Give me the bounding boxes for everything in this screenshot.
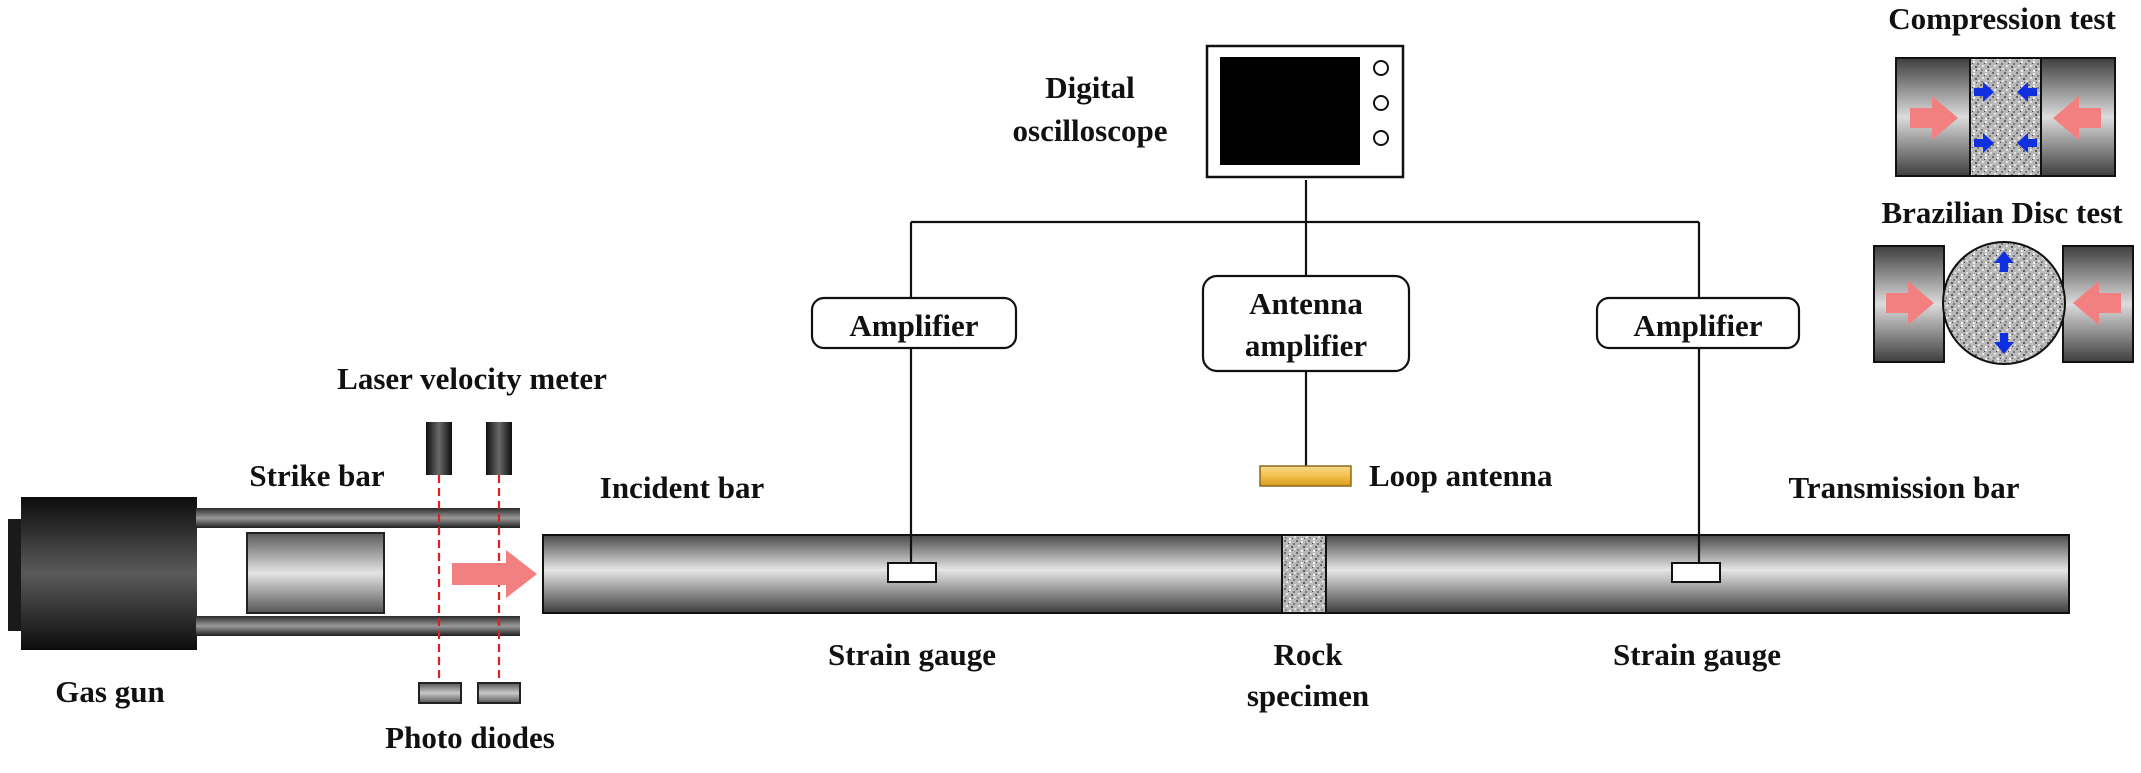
brazilian-load-arrow-right xyxy=(2073,281,2121,325)
strike-bar xyxy=(246,532,385,614)
compression-stress-arrow-1 xyxy=(1974,82,1994,102)
brazilian-disc-test-inset xyxy=(1873,241,2134,365)
antenna-label: Antenna xyxy=(1249,286,1363,321)
oscilloscope-knob-2 xyxy=(1373,95,1389,111)
signal-wiring xyxy=(909,180,1701,563)
gas-gun-label: Gas gun xyxy=(55,674,164,709)
digital-label: Digital xyxy=(1045,70,1135,105)
compression-stress-arrow-3 xyxy=(1974,133,1994,153)
gas-gun-body xyxy=(21,497,197,650)
strike-bar-label: Strike bar xyxy=(249,458,384,493)
compression-specimen xyxy=(1969,57,2042,177)
compression-test-label: Compression test xyxy=(1888,1,2116,36)
brazilian-disc-specimen xyxy=(1942,241,2066,365)
incident-bar-label: Incident bar xyxy=(600,470,765,505)
photo-diode-1 xyxy=(418,682,462,704)
amplifier-left-box xyxy=(810,296,1018,350)
barrel-lower-rail xyxy=(196,616,520,636)
barrel-upper-rail xyxy=(196,508,520,528)
amplifier-left-label: Amplifier xyxy=(849,308,978,343)
oscilloscope-knob-3 xyxy=(1373,130,1389,146)
loop-antenna xyxy=(1259,465,1352,487)
strain-gauge-left xyxy=(887,562,937,583)
gas-gun xyxy=(8,497,197,650)
compression-test-inset xyxy=(1895,57,2116,177)
laser-emitter-1 xyxy=(426,422,452,475)
laser-emitter-2 xyxy=(486,422,512,475)
brazilian-load-arrow-left xyxy=(1886,281,1934,325)
compression-load-arrow-right xyxy=(2053,96,2101,140)
compression-load-arrow-left xyxy=(1910,96,1958,140)
amplifier-right-box xyxy=(1595,296,1801,350)
rock-specimen xyxy=(1281,534,1327,614)
strain-gauge-right-label: Strain gauge xyxy=(1613,637,1781,672)
oscilloscope-screen xyxy=(1220,57,1360,165)
strain-gauge-right xyxy=(1671,562,1721,583)
antenna-amplifier-box xyxy=(1201,274,1411,373)
amplifier-right-label: Amplifier xyxy=(1633,308,1762,343)
specimen-label: specimen xyxy=(1247,678,1369,713)
oscilloscope-label: oscilloscope xyxy=(1013,113,1168,148)
gas-gun-back-plate xyxy=(8,519,24,631)
laser-velocity-meter-label: Laser velocity meter xyxy=(337,361,607,396)
oscilloscope-knob-1 xyxy=(1373,60,1389,76)
rock-label: Rock xyxy=(1274,637,1344,672)
brazilian-disc-test-label: Brazilian Disc test xyxy=(1881,195,2123,230)
strain-gauge-left-label: Strain gauge xyxy=(828,637,996,672)
photo-diodes-label: Photo diodes xyxy=(385,720,555,755)
brazilian-stress-arrow-down xyxy=(1994,333,2014,354)
photo-diode-2 xyxy=(477,682,521,704)
digital-oscilloscope xyxy=(1205,44,1405,179)
impact-direction-arrow xyxy=(452,550,537,598)
brazilian-stress-arrow-up xyxy=(1994,251,2014,272)
antenna-amplifier-label: amplifier xyxy=(1245,328,1367,363)
transmission-bar-label: Transmission bar xyxy=(1788,470,2019,505)
loop-antenna-label: Loop antenna xyxy=(1369,458,1553,493)
compression-stress-arrow-2 xyxy=(2017,82,2037,102)
compression-stress-arrow-4 xyxy=(2017,133,2037,153)
